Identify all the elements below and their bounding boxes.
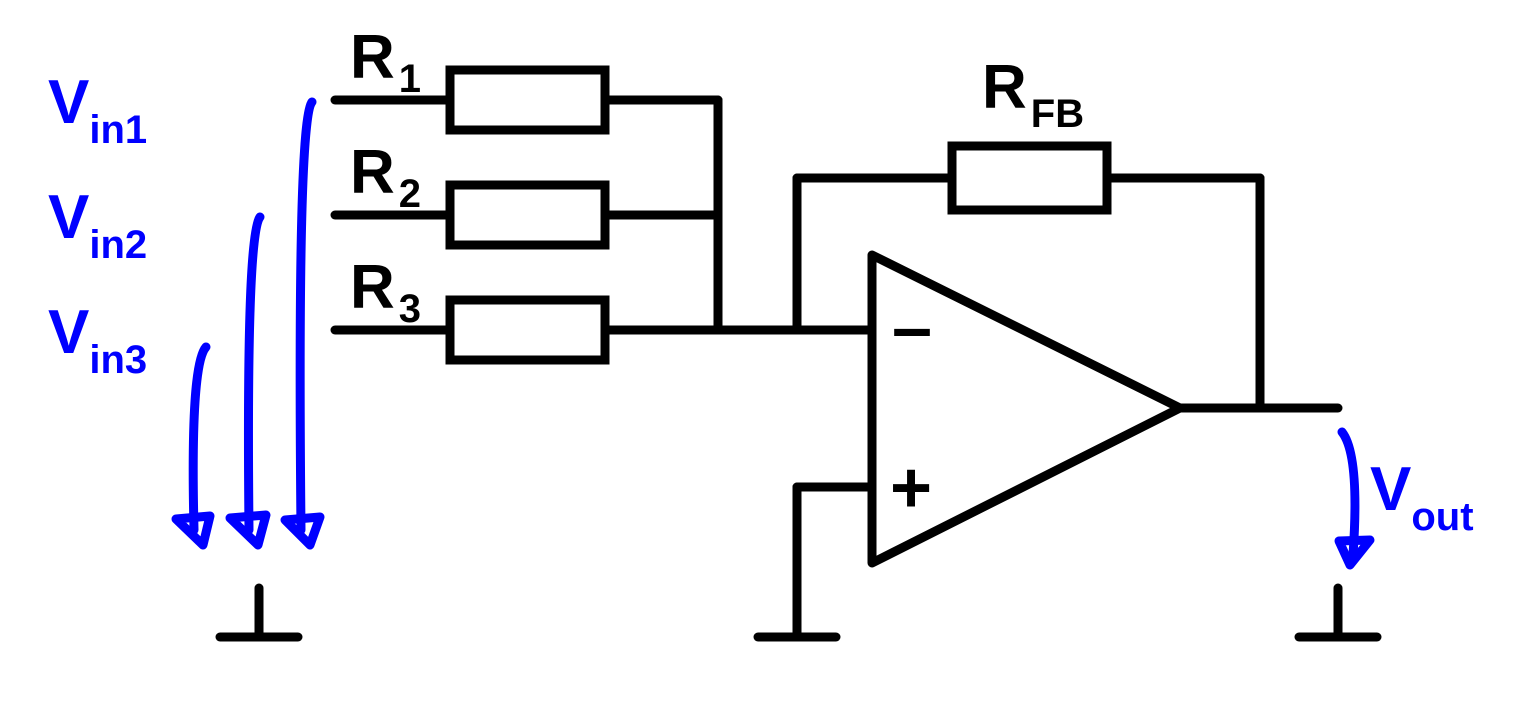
resistor-rfb (947, 141, 1112, 215)
opamp-triangle (867, 250, 1185, 568)
label-vin3: Vin3 (48, 298, 147, 382)
ground-symbol-right (1294, 583, 1382, 642)
resistor-r2 (445, 180, 610, 250)
input-branch-2 (330, 180, 723, 250)
label-vout: Vout (1370, 455, 1474, 539)
feedback-path (792, 141, 1265, 413)
vin1-arrow (280, 97, 325, 550)
label-vin1: Vin1 (48, 68, 147, 152)
resistor-r3 (445, 295, 610, 365)
opamp-minus-sign: – (892, 288, 932, 368)
ground-symbol-left (215, 583, 303, 642)
vout-arrow (1334, 427, 1375, 570)
input-branch-1 (330, 65, 723, 135)
noninverting-ground-path (753, 482, 877, 642)
vin3-arrow (171, 342, 215, 550)
vin2-arrow (225, 212, 271, 550)
label-vin2: Vin2 (48, 183, 147, 267)
input-branch-3 (330, 295, 723, 365)
resistor-r1 (445, 65, 610, 135)
opamp-plus-sign: + (890, 448, 932, 528)
